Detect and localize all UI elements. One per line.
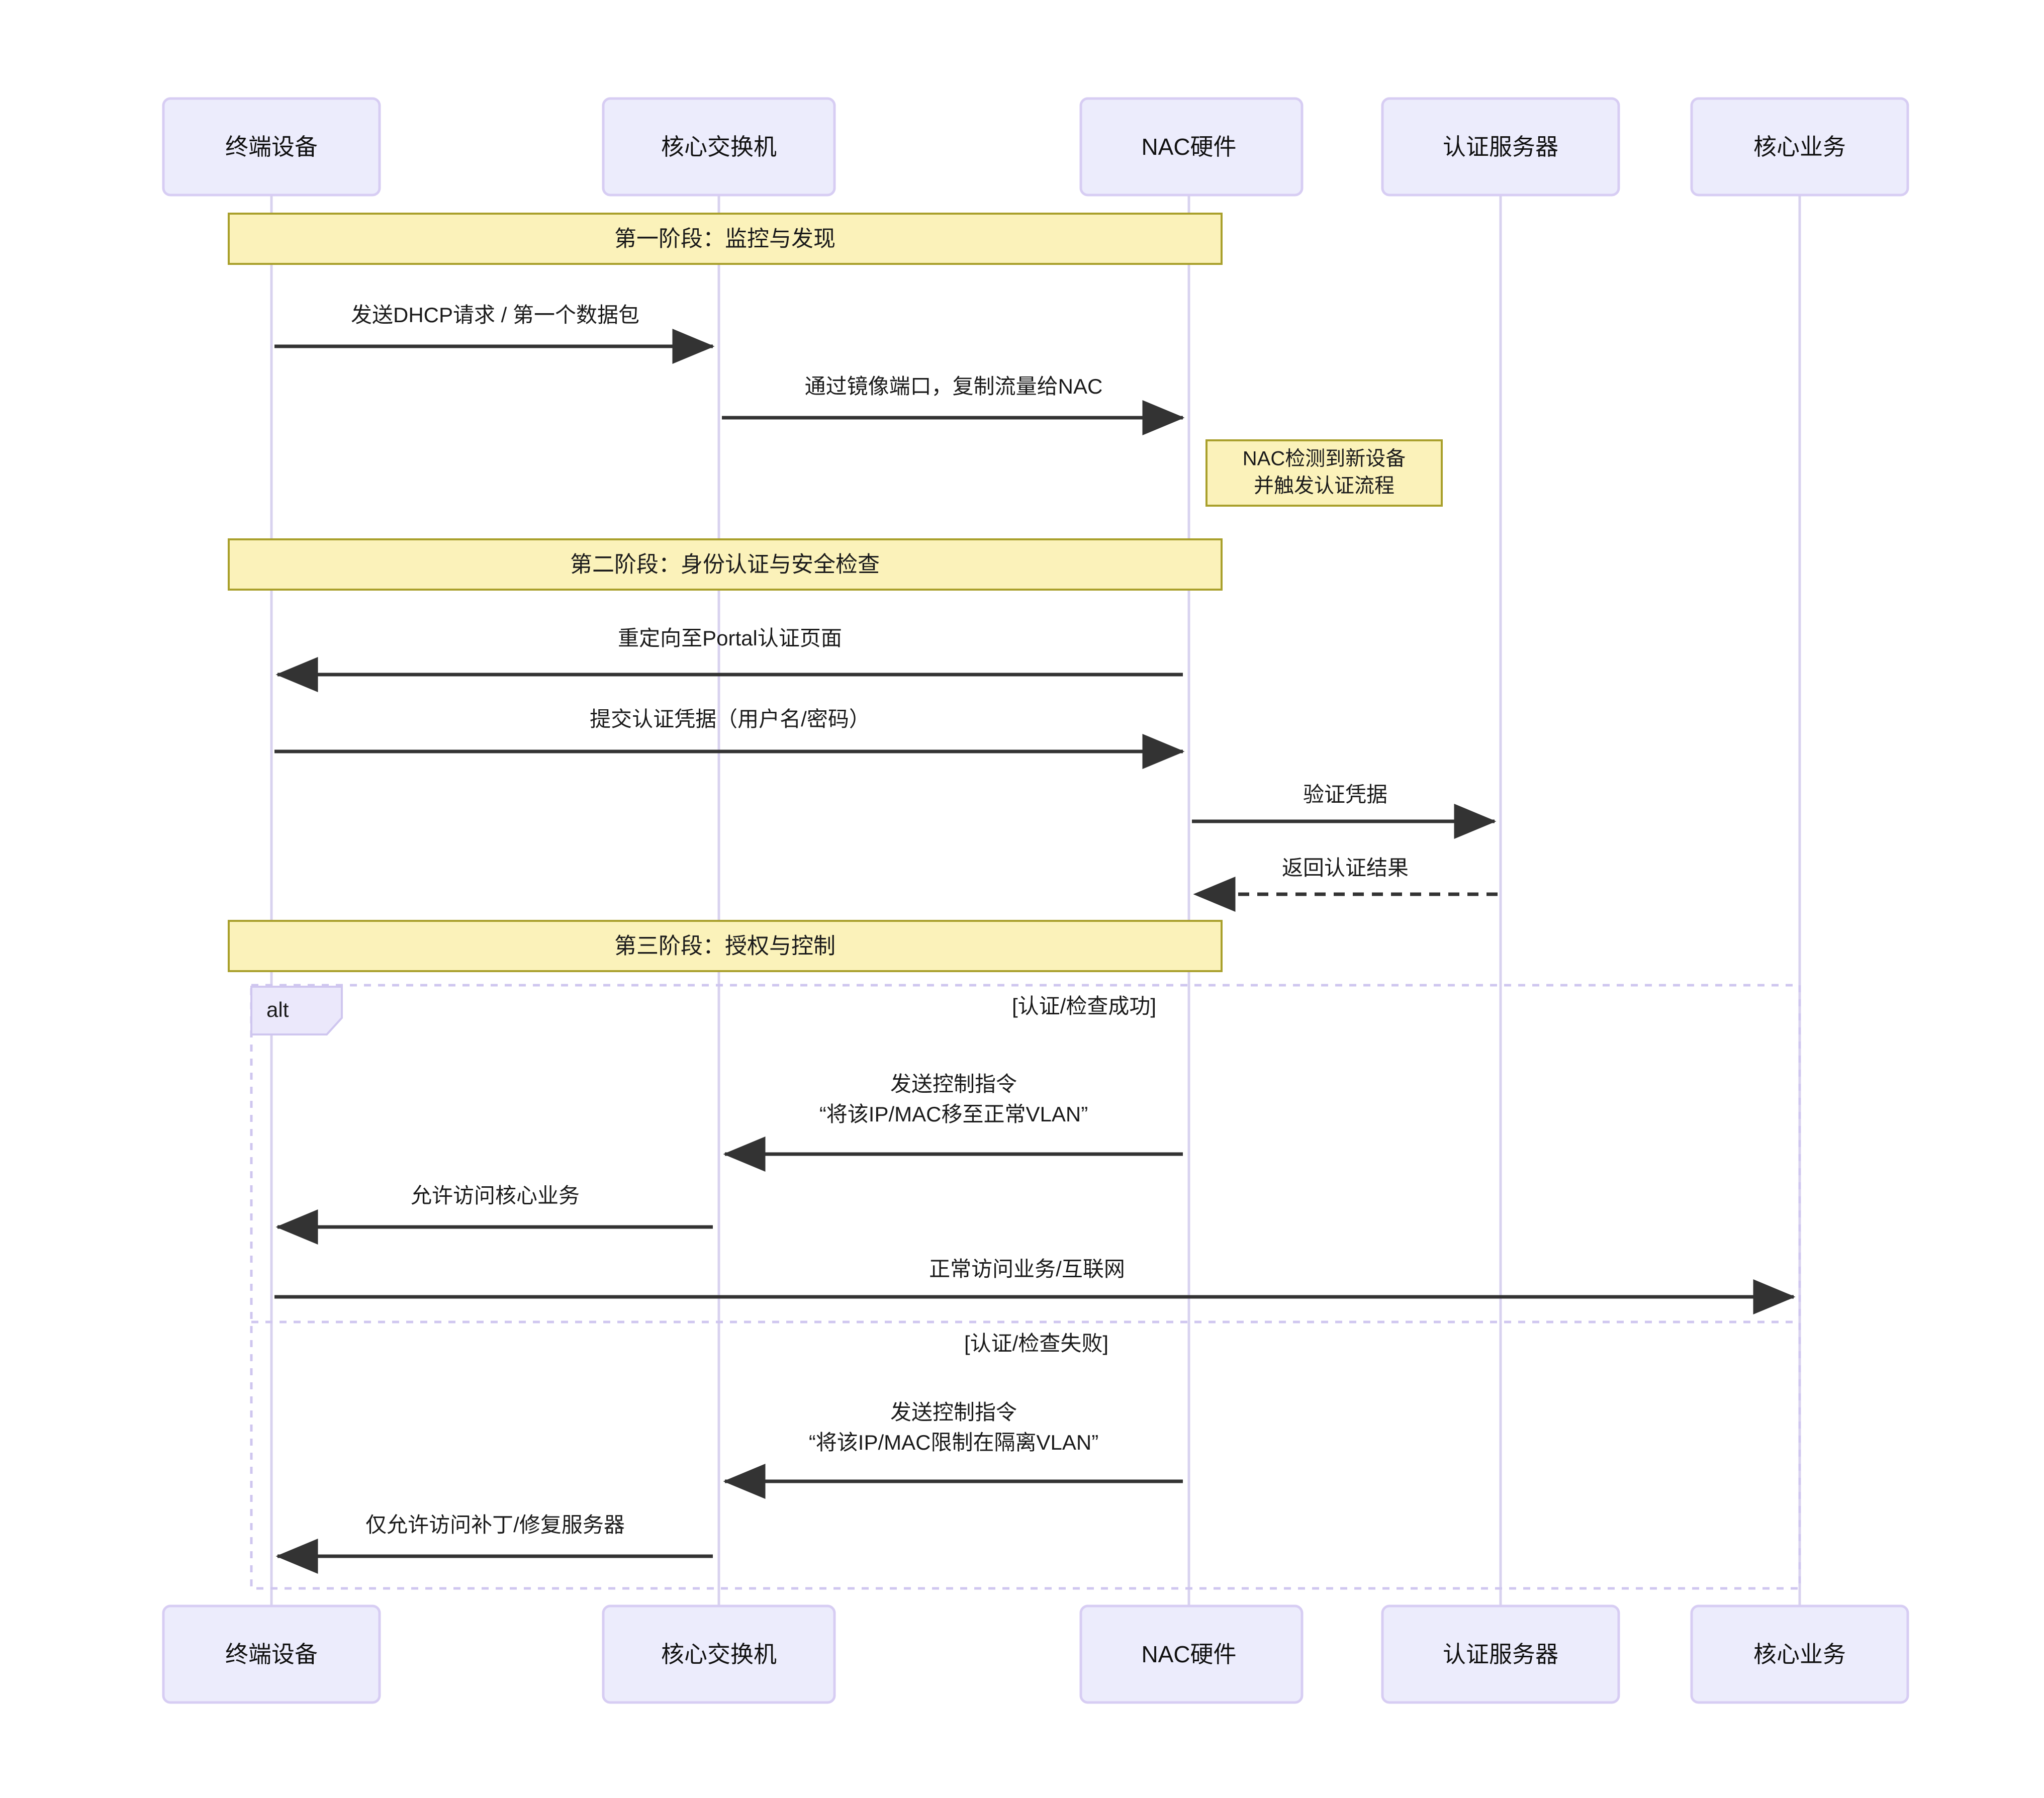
participant-authsrv-bottom[interactable]: 认证服务器 bbox=[1381, 1604, 1620, 1704]
participant-endpoint-bottom[interactable]: 终端设备 bbox=[162, 1604, 381, 1704]
message-m7: 发送控制指令 “将该IP/MAC移至正常VLAN” bbox=[723, 1072, 1183, 1172]
participant-endpoint-top[interactable]: 终端设备 bbox=[162, 97, 381, 197]
message-m11: 仅允许访问补丁/修复服务器 bbox=[275, 1513, 713, 1574]
note-nac-detect: NAC检测到新设备 并触发认证流程 bbox=[1205, 439, 1443, 507]
note-line-2: 并触发认证流程 bbox=[1254, 475, 1395, 497]
message-m9: 正常访问业务/互联网 bbox=[274, 1257, 1796, 1314]
participant-nac-top[interactable]: NAC硬件 bbox=[1079, 97, 1304, 197]
message-label: 通过镜像端口，复制流量给NAC bbox=[805, 374, 1103, 398]
message-m2: 通过镜像端口，复制流量给NAC bbox=[722, 374, 1185, 435]
participant-authsrv-top[interactable]: 认证服务器 bbox=[1381, 97, 1620, 197]
note-line-1: NAC检测到新设备 bbox=[1243, 448, 1406, 470]
participant-label: 认证服务器 bbox=[1443, 134, 1558, 160]
message-label: 正常访问业务/互联网 bbox=[929, 1257, 1125, 1281]
phase-banner-1: 第一阶段：监控与发现 bbox=[228, 213, 1223, 265]
message-line-2: “将该IP/MAC限制在隔离VLAN” bbox=[809, 1431, 1098, 1454]
participant-label: 核心业务 bbox=[1753, 134, 1846, 160]
message-m4: 提交认证凭据（用户名/密码） bbox=[274, 707, 1185, 769]
participant-label: 核心交换机 bbox=[661, 1641, 777, 1667]
participant-switch-top[interactable]: 核心交换机 bbox=[602, 97, 836, 197]
participant-label: 终端设备 bbox=[225, 134, 318, 160]
message-m10: 发送控制指令 “将该IP/MAC限制在隔离VLAN” bbox=[723, 1400, 1183, 1499]
phase-label: 第一阶段：监控与发现 bbox=[614, 227, 835, 251]
message-line-1: 发送控制指令 bbox=[890, 1400, 1017, 1424]
alt-keyword: alt bbox=[266, 998, 289, 1021]
alt-condition-success: [认证/检查成功] bbox=[1012, 994, 1156, 1018]
participants-bottom: 终端设备 核心交换机 NAC硬件 认证服务器 核心业务 bbox=[162, 1604, 1909, 1704]
alt-frame: alt [认证/检查成功] [认证/检查失败] bbox=[250, 984, 1801, 1590]
phase-banner-2: 第二阶段：身份认证与安全检查 bbox=[228, 538, 1223, 591]
participant-core-bottom[interactable]: 核心业务 bbox=[1690, 1604, 1909, 1704]
participant-label: NAC硬件 bbox=[1141, 1641, 1236, 1667]
participant-label: 核心业务 bbox=[1753, 1641, 1846, 1667]
participant-switch-bottom[interactable]: 核心交换机 bbox=[602, 1604, 836, 1704]
alt-condition-failure: [认证/检查失败] bbox=[964, 1332, 1108, 1355]
participants-top: 终端设备 核心交换机 NAC硬件 认证服务器 核心业务 bbox=[162, 97, 1909, 197]
message-label: 允许访问核心业务 bbox=[411, 1184, 580, 1207]
participant-core-top[interactable]: 核心业务 bbox=[1690, 97, 1909, 197]
phase-label: 第三阶段：授权与控制 bbox=[614, 934, 835, 959]
message-m3: 重定向至Portal认证页面 bbox=[275, 626, 1183, 692]
message-m6: 返回认证结果 bbox=[1193, 856, 1498, 912]
message-line-2: “将该IP/MAC移至正常VLAN” bbox=[819, 1102, 1088, 1126]
message-label: 重定向至Portal认证页面 bbox=[618, 626, 842, 650]
message-label: 验证凭据 bbox=[1303, 783, 1387, 806]
participant-label: 终端设备 bbox=[225, 1641, 318, 1667]
participant-label: NAC硬件 bbox=[1141, 134, 1236, 160]
message-label: 发送DHCP请求 / 第一个数据包 bbox=[351, 303, 639, 327]
message-line-1: 发送控制指令 bbox=[890, 1072, 1017, 1096]
lifelines bbox=[270, 196, 1801, 1606]
participant-label: 核心交换机 bbox=[661, 134, 777, 160]
message-label: 提交认证凭据（用户名/密码） bbox=[590, 707, 870, 731]
message-m8: 允许访问核心业务 bbox=[275, 1184, 713, 1245]
message-label: 仅允许访问补丁/修复服务器 bbox=[365, 1513, 625, 1537]
phase-label: 第二阶段：身份认证与安全检查 bbox=[570, 552, 880, 577]
participant-nac-bottom[interactable]: NAC硬件 bbox=[1079, 1604, 1304, 1704]
message-label: 返回认证结果 bbox=[1282, 856, 1409, 880]
phase-banner-3: 第三阶段：授权与控制 bbox=[228, 920, 1223, 972]
alt-tag bbox=[250, 986, 343, 1035]
message-m5: 验证凭据 bbox=[1192, 783, 1497, 839]
message-m1: 发送DHCP请求 / 第一个数据包 bbox=[274, 303, 715, 364]
participant-label: 认证服务器 bbox=[1443, 1641, 1558, 1667]
